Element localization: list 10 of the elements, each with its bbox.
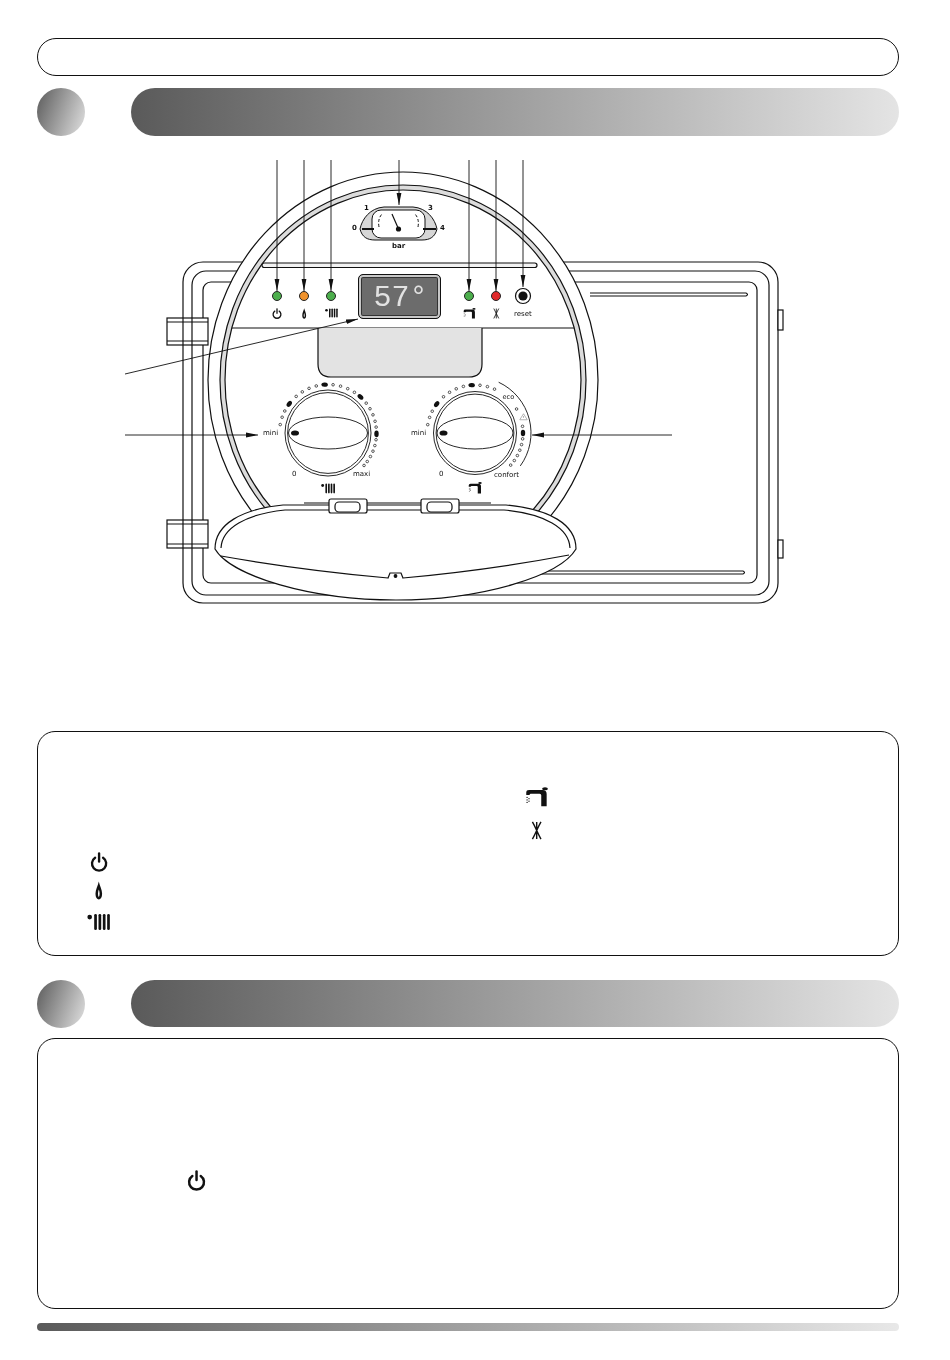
indicator-light — [299, 291, 309, 301]
section-heading-bar — [131, 980, 899, 1027]
temperature-readout: 57° — [373, 282, 428, 313]
digital-display — [358, 274, 441, 319]
reset-button — [511, 287, 535, 319]
indicator-light — [326, 291, 336, 301]
indicator-light — [464, 291, 474, 301]
section-heading-bar — [131, 88, 899, 136]
indicator-light — [491, 291, 501, 301]
indicator-light — [272, 291, 282, 301]
